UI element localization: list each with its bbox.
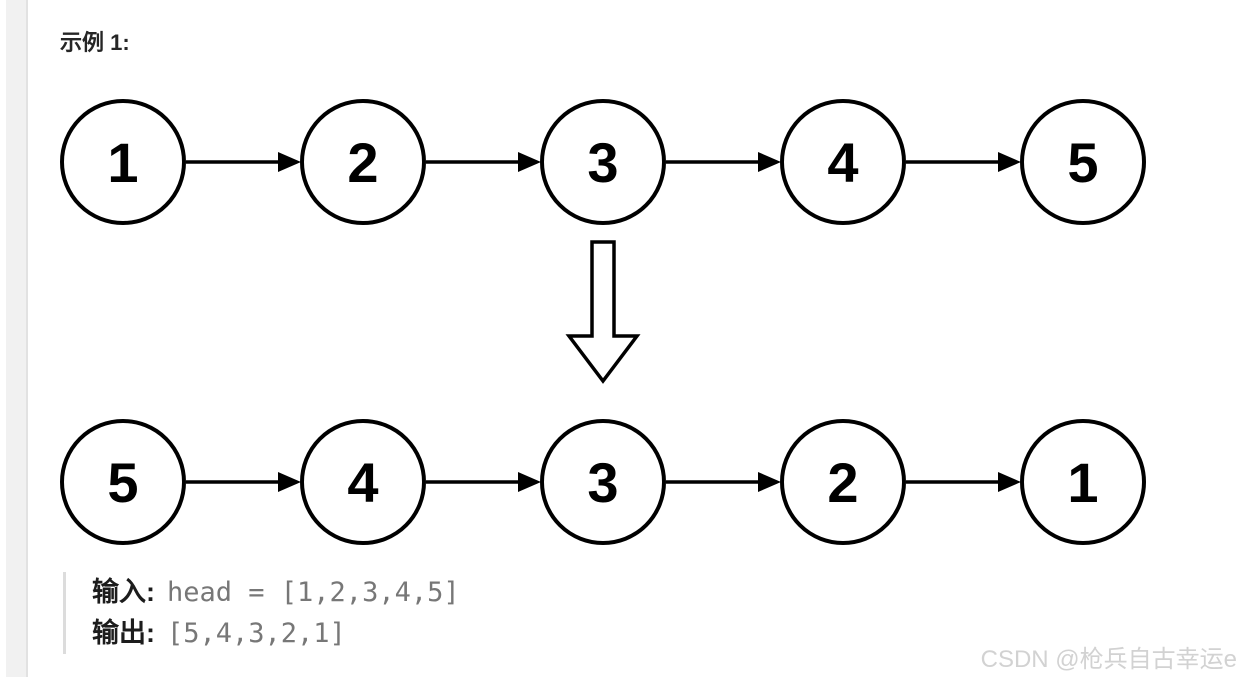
output-value: [5,4,3,2,1]: [167, 618, 346, 649]
input-line: 输入: head = [1,2,3,4,5]: [92, 572, 460, 613]
list-node-circle: [540, 99, 666, 225]
right-arrowhead-icon: [518, 472, 541, 492]
right-arrowhead-icon: [758, 472, 781, 492]
list-node-value: 5: [107, 451, 138, 514]
list-row-original-list: 1 2 3 4 5: [60, 99, 1146, 225]
list-node-value: 2: [827, 451, 858, 514]
list-node-value: 4: [827, 131, 858, 194]
list-node-circle: [60, 99, 186, 225]
list-node-value: 1: [1067, 451, 1098, 514]
diagram-rows: 1 2 3 4 5 5 4 3 2 1: [60, 99, 1146, 545]
input-label: 输入:: [92, 577, 155, 607]
list-row-reversed-list: 5 4 3 2 1: [60, 419, 1146, 545]
right-arrowhead-icon: [518, 152, 541, 172]
right-arrowhead-icon: [998, 152, 1021, 172]
right-arrowhead-icon: [278, 152, 301, 172]
example-io-block: 输入: head = [1,2,3,4,5] 输出: [5,4,3,2,1]: [63, 572, 460, 654]
list-node-value: 1: [107, 131, 138, 194]
right-arrowhead-icon: [998, 472, 1021, 492]
list-node-value: 3: [587, 451, 618, 514]
list-node-value: 3: [587, 131, 618, 194]
output-line: 输出: [5,4,3,2,1]: [92, 613, 460, 654]
list-node-value: 2: [347, 131, 378, 194]
list-node-circle: [780, 419, 906, 545]
list-node-circle: [1020, 99, 1146, 225]
down-arrow-icon: [565, 240, 641, 384]
example-title: 示例 1:: [60, 30, 130, 55]
list-node-circle: [300, 99, 426, 225]
list-node-circle: [780, 99, 906, 225]
list-node-circle: [300, 419, 426, 545]
linked-list-diagram: 1 2 3 4 5 5 4 3 2 1: [60, 99, 1146, 545]
list-node-circle: [1020, 419, 1146, 545]
output-label: 输出:: [92, 618, 155, 648]
left-gutter-bar: [6, 0, 28, 677]
csdn-watermark: CSDN @枪兵自古幸运e: [980, 646, 1237, 673]
input-value: head = [1,2,3,4,5]: [167, 577, 460, 608]
list-node-circle: [60, 419, 186, 545]
right-arrowhead-icon: [758, 152, 781, 172]
list-node-circle: [540, 419, 666, 545]
right-arrowhead-icon: [278, 472, 301, 492]
list-node-value: 5: [1067, 131, 1098, 194]
list-node-value: 4: [347, 451, 378, 514]
